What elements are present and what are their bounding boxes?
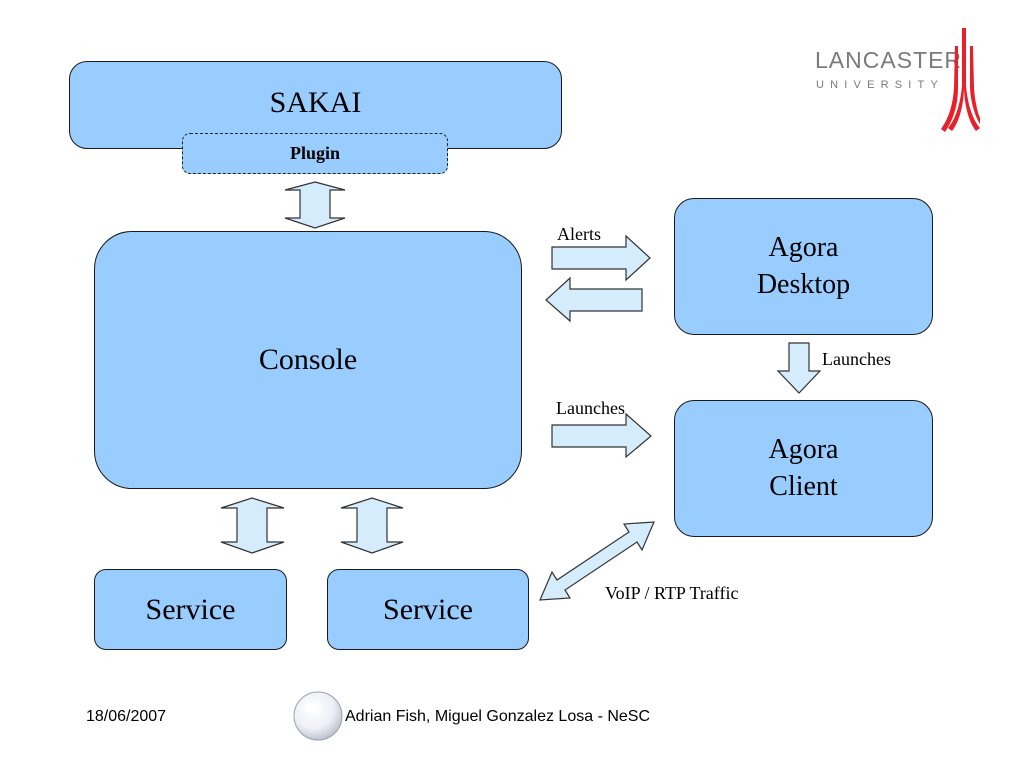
launches-label-console: Launches — [556, 398, 625, 418]
agora-client-label-line1: Agora — [768, 434, 839, 466]
service-box-1: Service — [94, 569, 287, 650]
service-label-2: Service — [383, 592, 473, 626]
console-service2-arrow — [340, 497, 404, 554]
logo-text-line1: LANCASTER — [815, 47, 962, 73]
agora-desktop-label-line2: Desktop — [756, 268, 851, 300]
voip-label: VoIP / RTP Traffic — [605, 583, 739, 603]
plugin-label: Plugin — [289, 143, 341, 163]
console-box: Console — [94, 231, 522, 489]
voip-arrow — [539, 521, 655, 601]
desktop-to-console-arrow — [545, 276, 643, 323]
service-label-1: Service — [145, 592, 236, 626]
lancaster-university-logo: LANCASTER UNIVERSITY — [815, 28, 980, 132]
desktop-to-client-arrow — [776, 342, 822, 394]
logo-emblem-icon — [941, 28, 980, 132]
agora-client-label-line2: Client — [769, 470, 838, 502]
console-to-client-arrow — [551, 412, 652, 459]
footer-authors: Adrian Fish, Miguel Gonzalez Losa - NeSC — [345, 708, 651, 725]
console-service1-arrow — [220, 497, 285, 554]
alerts-label: Alerts — [557, 224, 601, 244]
agora-desktop-label-line1: Agora — [768, 232, 839, 264]
footer-date: 18/06/2007 — [86, 708, 167, 725]
console-label: Console — [258, 343, 358, 376]
logo-text-line2: UNIVERSITY — [816, 79, 944, 91]
plugin-console-arrow — [284, 181, 346, 229]
globe-icon — [293, 691, 343, 741]
sakai-label: SAKAI — [269, 86, 362, 119]
agora-desktop-box: Agora Desktop — [674, 198, 933, 335]
agora-client-box: Agora Client — [674, 400, 933, 537]
alerts-right-arrow — [551, 234, 651, 282]
plugin-box: Plugin — [182, 133, 448, 174]
launches-label-desktop: Launches — [822, 349, 891, 369]
service-box-2: Service — [327, 569, 529, 650]
